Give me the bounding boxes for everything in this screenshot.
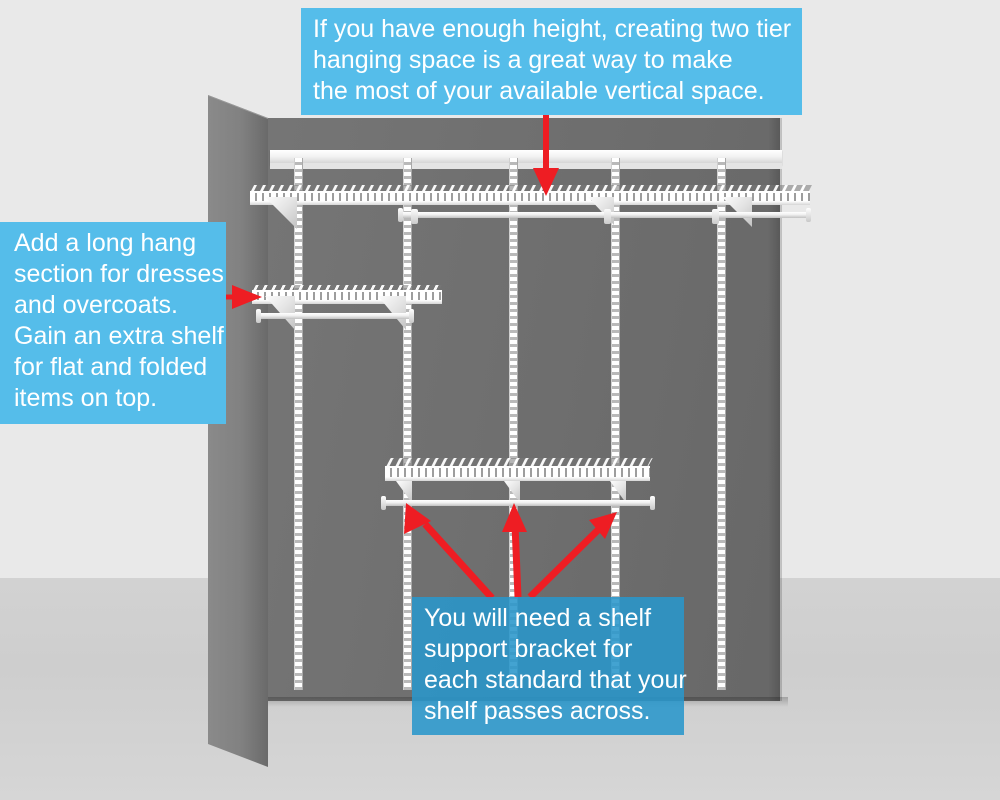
arrow-bracket-center <box>502 503 527 598</box>
standard-3 <box>509 158 518 690</box>
lower-hang-rod <box>383 500 653 506</box>
callout-bottom-line-2: support bracket for <box>424 635 633 663</box>
standard-4 <box>611 158 620 690</box>
callout-bottom: You will need a shelf support bracket fo… <box>412 597 687 735</box>
upper-rod-clip-3 <box>712 209 719 224</box>
callout-top-line-1: If you have enough height, creating two … <box>313 15 792 43</box>
long-hang-rod-end-cap-right <box>409 309 414 323</box>
callout-bottom-line-3: each standard that your <box>424 666 687 694</box>
callout-left-line-3: and overcoats. <box>14 291 178 319</box>
arrow-bracket-left <box>404 503 495 601</box>
top-hang-track-face <box>270 163 782 169</box>
upper-hang-rod-end-cap-right <box>806 208 811 222</box>
upper-hang-rod-end-cap-left <box>398 208 403 222</box>
long-hang-rod-end-cap-left <box>256 309 261 323</box>
callout-left-line-4: Gain an extra shelf <box>14 322 224 350</box>
callout-top-line-2: hanging space is a great way to make <box>313 46 733 74</box>
callout-bottom-line-4: shelf passes across. <box>424 697 651 725</box>
closet-side-wall <box>208 95 268 767</box>
arrow-bracket-right <box>527 512 617 600</box>
back-wall-shadow <box>768 118 782 701</box>
lower-hang-rod-end-cap-left <box>381 496 386 510</box>
callout-left-line-5: for flat and folded <box>14 353 208 381</box>
standard-2 <box>403 158 412 690</box>
upper-rod-clip-1 <box>411 209 418 224</box>
lower-wire-shelf-front-rail <box>385 477 650 481</box>
standard-5 <box>717 158 726 690</box>
standard-1 <box>294 158 303 690</box>
callout-left-line-1: Add a long hang <box>14 229 197 257</box>
arrow-top-to-two-tier <box>533 104 559 196</box>
callout-bottom-line-1: You will need a shelf <box>424 604 652 632</box>
callout-top: If you have enough height, creating two … <box>301 8 802 115</box>
lower-hang-rod-end-cap-right <box>650 496 655 510</box>
upper-rod-clip-2 <box>604 209 611 224</box>
callout-top-line-3: the most of your available vertical spac… <box>313 77 765 105</box>
callout-left-line-6: items on top. <box>14 384 158 412</box>
long-hang-rod <box>258 313 413 319</box>
top-hang-track <box>270 150 782 165</box>
callout-left-line-2: section for dresses <box>14 260 224 288</box>
long-hang-shelf-front-rail <box>252 300 442 304</box>
upper-wire-shelf-front-rail <box>250 201 810 205</box>
callout-left: Add a long hang section for dresses and … <box>0 222 226 424</box>
